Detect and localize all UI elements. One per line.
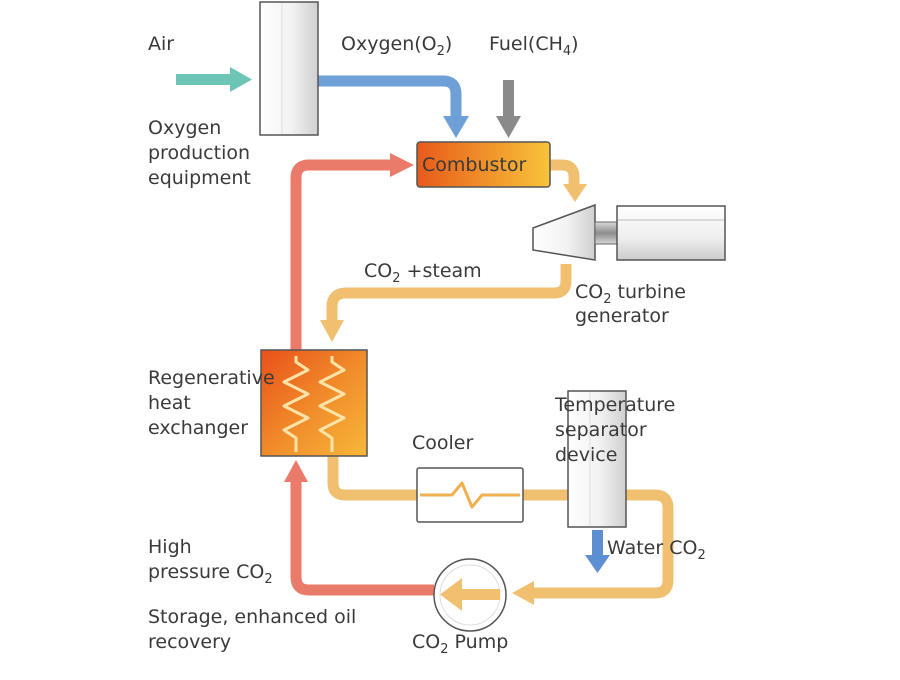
co2-steam-label: CO2 +steam — [364, 260, 482, 286]
svg-text:Regenerative: Regenerative — [148, 367, 275, 389]
heat-exchanger-coil-2 — [318, 356, 346, 452]
water-co2-arrow — [585, 530, 610, 573]
fuel-arrow — [496, 80, 521, 138]
cooler-zigzag — [420, 481, 520, 509]
combustor-label: Combustor — [422, 154, 526, 176]
regenerative-heat-exchanger — [260, 349, 368, 457]
svg-text:exchanger: exchanger — [148, 417, 248, 439]
temperature-separator-label: Temperature separator device — [554, 394, 675, 466]
cooler — [416, 467, 524, 523]
air-label: Air — [148, 33, 174, 55]
svg-text:heat: heat — [148, 392, 191, 414]
svg-text:Temperature: Temperature — [554, 394, 675, 416]
oxygen-production-equipment-label: Oxygen production equipment — [148, 117, 251, 189]
pump-to-exchanger-flow — [284, 460, 434, 596]
water-co2-label: Water CO2 — [607, 537, 706, 563]
co2-pump-label: CO2 Pump — [412, 631, 508, 657]
svg-text:device: device — [555, 444, 617, 466]
oxygen-production-column — [259, 1, 319, 136]
fuel-label: Fuel(CH4) — [489, 33, 579, 59]
svg-text:pressure CO2: pressure CO2 — [148, 561, 273, 587]
svg-text:generator: generator — [575, 305, 669, 327]
exchanger-to-cooler-flow — [327, 456, 568, 501]
svg-text:production: production — [148, 142, 250, 164]
pump-arrow-head — [440, 578, 462, 611]
hot-co2-flow-to-combustor — [290, 153, 414, 350]
co2-pump — [433, 558, 507, 632]
oxygen-label: Oxygen(O2) — [341, 33, 452, 59]
svg-text:Storage, enhanced oil: Storage, enhanced oil — [148, 606, 356, 628]
combustor: Combustor — [416, 141, 551, 188]
svg-text:Oxygen: Oxygen — [148, 117, 221, 139]
svg-text:CO2 turbine: CO2 turbine — [575, 281, 686, 307]
generator — [616, 205, 726, 261]
heat-exchanger-coil-1 — [282, 356, 310, 452]
turbine-exhaust-flow — [320, 264, 572, 342]
storage-label: Storage, enhanced oil recovery — [148, 606, 356, 653]
separator-to-pump-flow — [512, 489, 674, 605]
high-pressure-co2-label: High pressure CO2 — [148, 536, 273, 587]
regenerative-heat-exchanger-label: Regenerative heat exchanger — [148, 367, 275, 439]
pump-arrow-shaft — [460, 589, 500, 600]
oxygen-arrow — [318, 75, 469, 138]
co2-turbine-generator-label: CO2 turbine generator — [575, 281, 686, 327]
temperature-separator-column — [567, 390, 627, 528]
cooler-label: Cooler — [412, 432, 473, 454]
svg-text:High: High — [148, 536, 192, 558]
svg-text:equipment: equipment — [148, 167, 251, 189]
svg-text:recovery: recovery — [148, 631, 231, 653]
turbine-shaft — [594, 221, 618, 245]
co2-turbine — [532, 203, 596, 261]
combustor-to-turbine-flow — [550, 159, 587, 202]
svg-text:separator: separator — [555, 419, 647, 441]
air-arrow — [176, 67, 252, 92]
